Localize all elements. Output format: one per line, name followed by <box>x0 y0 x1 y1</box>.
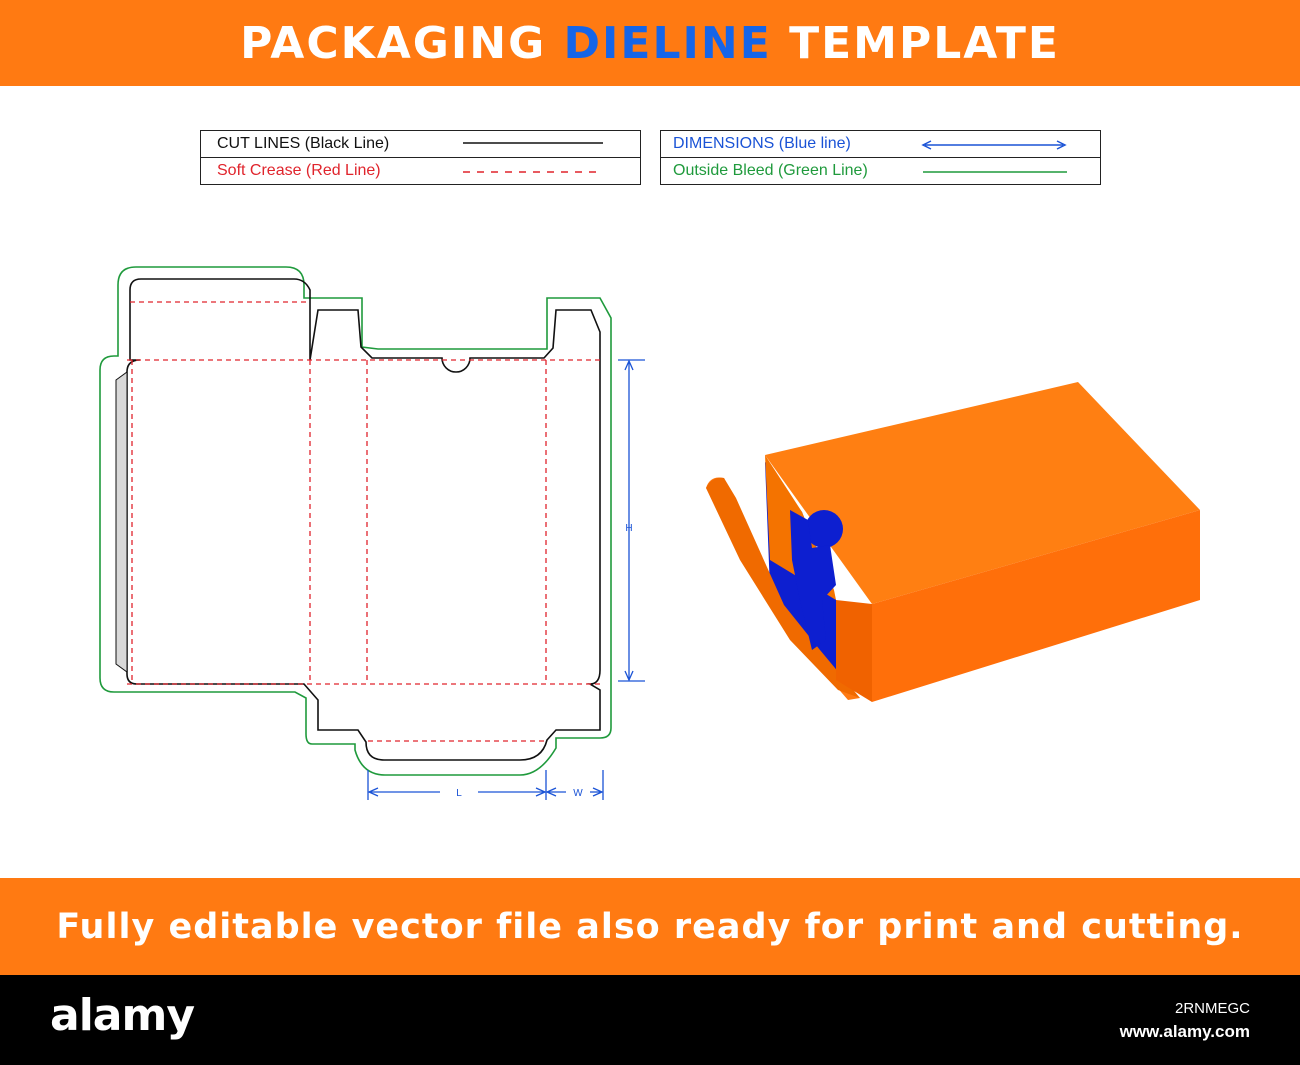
cut-line-sample <box>463 142 603 144</box>
crease-line-sample <box>463 171 603 173</box>
footer-banner: Fully editable vector file also ready fo… <box>0 878 1300 975</box>
thumb-notch-circle <box>805 510 843 548</box>
box-side-face <box>836 600 872 702</box>
dimension-arrow-sample <box>921 140 1067 150</box>
dimensions-label: DIMENSIONS (Blue line) <box>673 135 851 152</box>
legend-cut-row: CUT LINES (Black Line) <box>201 131 640 158</box>
outside-bleed-label: Outside Bleed (Green Line) <box>673 162 868 179</box>
title-part-1: PACKAGING <box>240 17 564 69</box>
box-3d-illustration <box>706 382 1200 702</box>
header-banner: PACKAGING DIELINE TEMPLATE <box>0 0 1300 86</box>
outside-bleed-outline <box>99 266 612 776</box>
legend-crease-row: Soft Crease (Red Line) <box>201 158 640 184</box>
legend-left: CUT LINES (Black Line) Soft Crease (Red … <box>200 130 641 185</box>
cut-line-outline <box>126 278 601 761</box>
legend-bleed-row: Outside Bleed (Green Line) <box>661 158 1100 184</box>
title-accent: DIELINE <box>563 17 772 69</box>
tuck-tab-blue <box>790 510 836 650</box>
bleed-line-sample <box>923 171 1067 173</box>
box-front-face <box>872 510 1200 702</box>
image-id: 2RNMEGC <box>1174 1000 1250 1017</box>
open-flap-front <box>706 477 860 698</box>
title-part-2: TEMPLATE <box>771 17 1060 69</box>
dieline-diagram: H L W <box>99 266 1200 800</box>
width-dimension-label: W <box>573 788 583 799</box>
cut-lines-label: CUT LINES (Black Line) <box>217 135 390 152</box>
legend-right: DIMENSIONS (Blue line) Outside Bleed (Gr… <box>660 130 1101 185</box>
glue-flap-strip <box>115 371 128 673</box>
legend-dimensions-row: DIMENSIONS (Blue line) <box>661 131 1100 158</box>
box-top-face <box>765 382 1200 604</box>
length-dimension-label: L <box>456 788 462 799</box>
height-dimension-label: H <box>625 523 632 534</box>
brand-logo: alamy <box>50 990 195 1041</box>
footer-text: Fully editable vector file also ready fo… <box>56 906 1244 947</box>
dimension-lines <box>367 359 645 800</box>
site-url: www.alamy.com <box>1119 1022 1250 1041</box>
page-title: PACKAGING DIELINE TEMPLATE <box>240 18 1060 69</box>
soft-crease-label: Soft Crease (Red Line) <box>217 162 381 179</box>
crease-lines <box>127 301 600 742</box>
watermark-bar <box>0 975 1300 1065</box>
